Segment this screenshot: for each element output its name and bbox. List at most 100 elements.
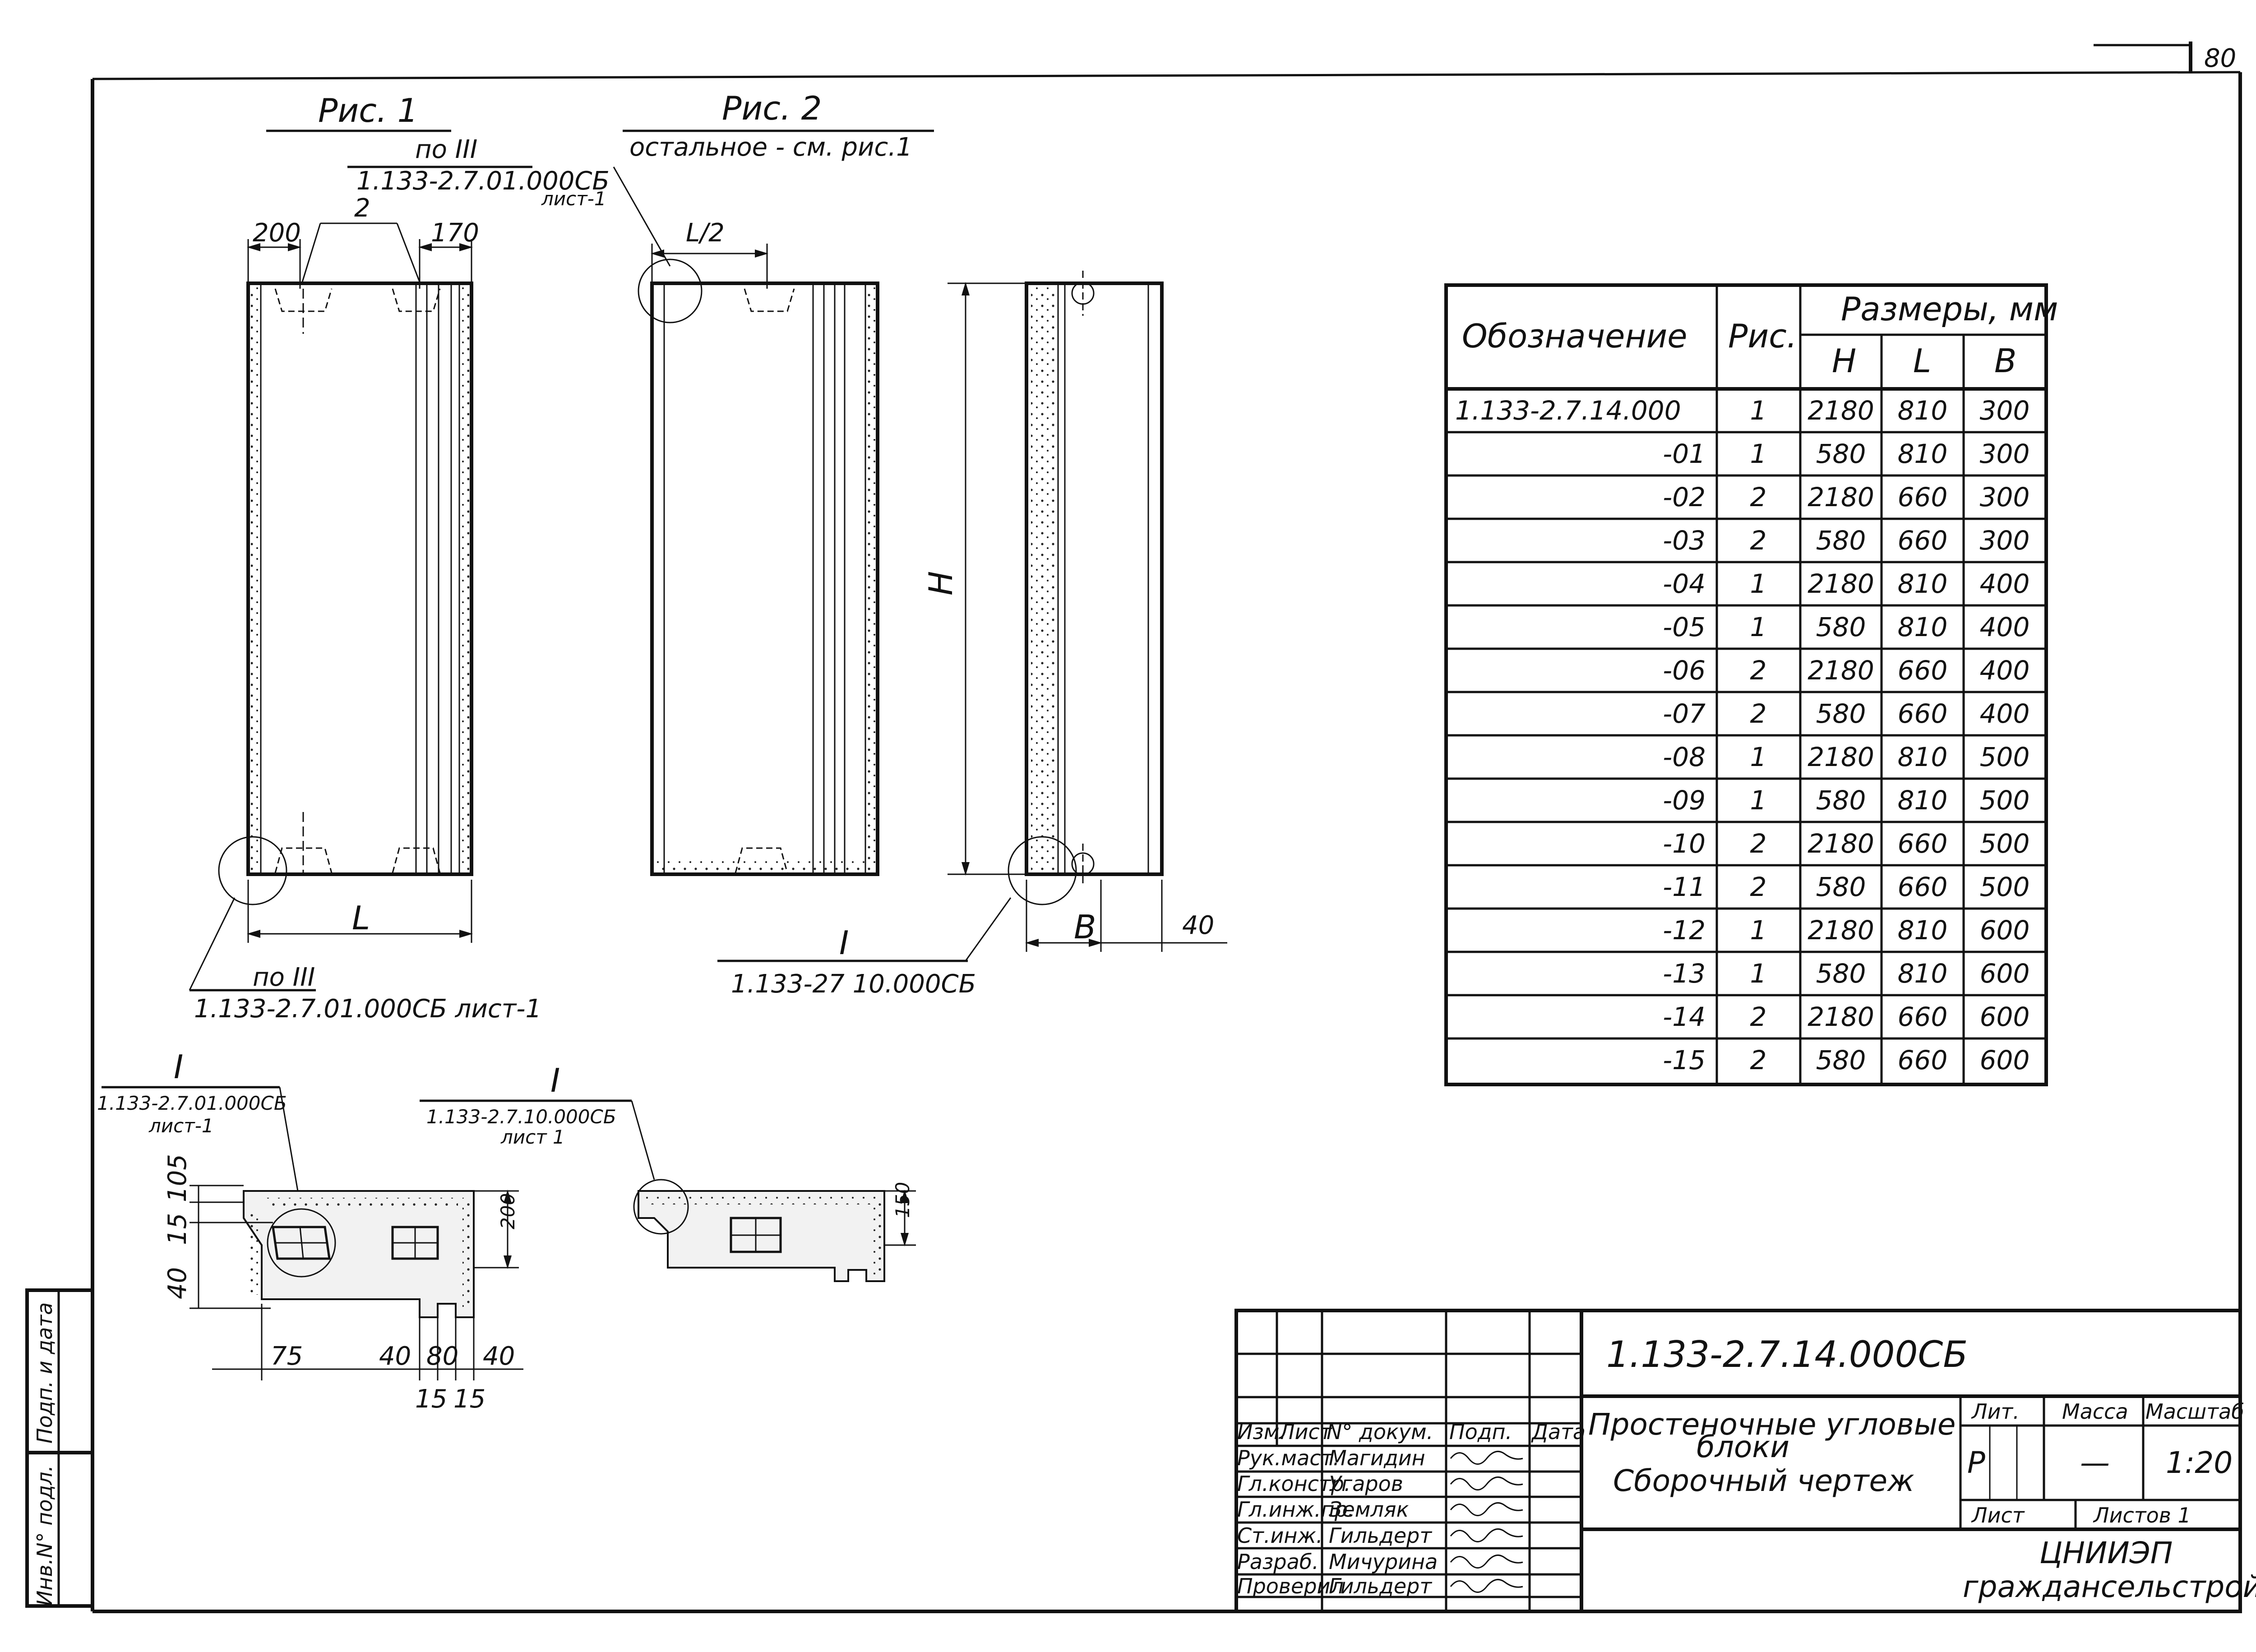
spec-cell-B: 500	[1980, 785, 2030, 816]
spec-cell-fig: 1	[1750, 612, 1767, 642]
section-left: I 1.133-2.7.01.000СБ лист-1 105 15 40 20…	[97, 1048, 523, 1414]
tb-person-name: Гильдерт	[1329, 1523, 1432, 1548]
spec-cell-B: 500	[1980, 828, 2030, 859]
tb-org-line2: граждансельстрой	[1963, 1569, 2256, 1604]
spec-cell-L: 810	[1898, 958, 1948, 989]
section-left-ref-sheet: лист-1	[148, 1115, 214, 1137]
spec-cell-designation: -06	[1663, 655, 1706, 686]
section-left-dim-80: 80	[426, 1342, 458, 1371]
section-right-ref-label: I	[550, 1061, 560, 1099]
fig1-dim-170: 170	[431, 218, 479, 248]
fig1-ref-bottom-label: по III	[253, 963, 315, 992]
spec-cell-L: 810	[1898, 915, 1948, 946]
side-view: H B 40 I 1.133-27 10.000СБ	[717, 271, 1227, 999]
signature-mark	[1450, 1502, 1523, 1516]
spec-cell-fig: 2	[1750, 482, 1767, 512]
tb-person-role: Гл.инж.пр.	[1237, 1497, 1355, 1522]
fig1-ref-top-doc: 1.133-2.7.01.000СБ	[356, 166, 610, 196]
spec-header-fig: Рис.	[1728, 317, 1797, 355]
spec-cell-fig: 2	[1750, 1001, 1767, 1032]
tb-sheet-label: Лист	[1971, 1503, 2025, 1527]
title-block: 1.133-2.7.14.000СБ Простеночные угловые …	[1234, 1309, 2256, 1613]
section-left-dim-15b: 15	[453, 1384, 485, 1414]
spec-cell-H: 580	[1816, 612, 1866, 642]
section-left-ref-doc: 1.133-2.7.01.000СБ	[97, 1092, 287, 1114]
section-left-dim-40v: 40	[163, 1267, 192, 1299]
spec-cell-H: 580	[1816, 438, 1866, 469]
spec-cell-H: 580	[1816, 872, 1866, 902]
spec-cell-B: 500	[1980, 872, 2030, 902]
fig2-front-view: Рис. 2 остальное - см. рис.1 L/2	[613, 89, 934, 876]
spec-cell-H: 2180	[1808, 395, 1874, 426]
spec-cell-B: 300	[1980, 395, 2030, 426]
tb-org-line1: ЦНИИЭП	[2039, 1536, 2173, 1570]
spec-cell-designation: -03	[1663, 525, 1706, 556]
spec-cell-L: 660	[1898, 1001, 1948, 1032]
tb-person-name: Мичурина	[1329, 1550, 1438, 1574]
spec-cell-designation: -11	[1663, 872, 1706, 902]
fig1-front-view: Рис. 1 по III 1.133-2.7.01.000СБ лист-1 …	[189, 92, 610, 1024]
spec-cell-fig: 1	[1750, 568, 1767, 599]
spec-cell-H: 580	[1816, 525, 1866, 556]
signature-mark	[1450, 1554, 1523, 1569]
spec-cell-designation: -14	[1663, 1001, 1706, 1032]
tb-lit-label: Лит.	[1971, 1399, 2020, 1424]
section-right-dim-150: 150	[892, 1182, 914, 1218]
tb-person-role: Гл.констр.	[1237, 1472, 1351, 1496]
sheet-frame	[91, 42, 2242, 1613]
tb-person-name: Угаров	[1329, 1472, 1403, 1496]
spec-cell-H: 580	[1816, 1045, 1866, 1075]
spec-cell-L: 810	[1898, 395, 1948, 426]
spec-cell-fig: 2	[1750, 655, 1767, 686]
spec-cell-L: 660	[1898, 828, 1948, 859]
tb-sheets-label: Листов 1	[2093, 1503, 2191, 1527]
section-left-dim-40a: 40	[379, 1342, 411, 1371]
spec-cell-designation: -09	[1663, 785, 1706, 816]
spec-cell-designation: -04	[1663, 568, 1706, 599]
tb-person-name: Земляк	[1329, 1497, 1409, 1522]
page-number: 80	[2204, 44, 2236, 73]
tb-people: Рук.маст.МагидинГл.констр.УгаровГл.инж.п…	[1237, 1446, 1523, 1598]
tb-lit-value: Р	[1967, 1445, 1985, 1480]
spec-cell-fig: 2	[1750, 828, 1767, 859]
section-left-dim-200: 200	[497, 1193, 519, 1229]
title-name-line2: блоки	[1697, 1430, 1789, 1464]
spec-cell-designation: -13	[1663, 958, 1706, 989]
spec-cell-fig: 2	[1750, 1045, 1767, 1075]
spec-cell-designation: -02	[1663, 482, 1706, 512]
side-dim-H: H	[922, 571, 960, 595]
fig1-mark-2: 2	[354, 194, 370, 223]
spec-header-H: H	[1832, 342, 1856, 380]
spec-table: Обозначение Рис. Размеры, мм H L В 1.133…	[1444, 283, 2058, 1086]
tb-scale-label: Масштаб	[2145, 1399, 2244, 1424]
section-right: I 1.133-2.7.10.000СБ лист 1 150	[420, 1061, 916, 1282]
spec-cell-fig: 2	[1750, 698, 1767, 729]
spec-cell-fig: 1	[1750, 785, 1767, 816]
spec-cell-B: 300	[1980, 482, 2030, 512]
spec-cell-L: 810	[1898, 742, 1948, 772]
tb-person-role: Разраб.	[1237, 1550, 1319, 1574]
spec-header-B: В	[1994, 342, 2016, 380]
spec-cell-designation: -12	[1663, 915, 1706, 946]
spec-cell-B: 400	[1980, 698, 2030, 729]
spec-cell-fig: 1	[1750, 915, 1767, 946]
spec-cell-B: 600	[1980, 1001, 2030, 1032]
title-doc-code: 1.133-2.7.14.000СБ	[1606, 1334, 1968, 1375]
spec-cell-L: 810	[1898, 785, 1948, 816]
section-right-ref-doc: 1.133-2.7.10.000СБ	[426, 1106, 616, 1128]
title-name-line1: Простеночные угловые	[1588, 1407, 1956, 1442]
fig1-ref-bottom-doc: 1.133-2.7.01.000СБ лист-1	[194, 994, 541, 1024]
side-ref-doc: 1.133-27 10.000СБ	[731, 969, 976, 999]
spec-cell-B: 600	[1980, 958, 2030, 989]
spec-cell-B: 300	[1980, 438, 2030, 469]
spec-cell-H: 2180	[1808, 482, 1874, 512]
section-right-ref-sheet: лист 1	[500, 1126, 565, 1148]
spec-header-designation: Обозначение	[1462, 317, 1687, 355]
spec-cell-designation: -01	[1663, 438, 1706, 469]
fig2-title: Рис. 2	[722, 89, 822, 127]
title-name-line3: Сборочный чертеж	[1613, 1463, 1914, 1498]
spec-cell-designation: -08	[1663, 742, 1706, 772]
fig2-subtitle: остальное - см. рис.1	[629, 133, 912, 162]
spec-cell-L: 660	[1898, 1045, 1948, 1075]
